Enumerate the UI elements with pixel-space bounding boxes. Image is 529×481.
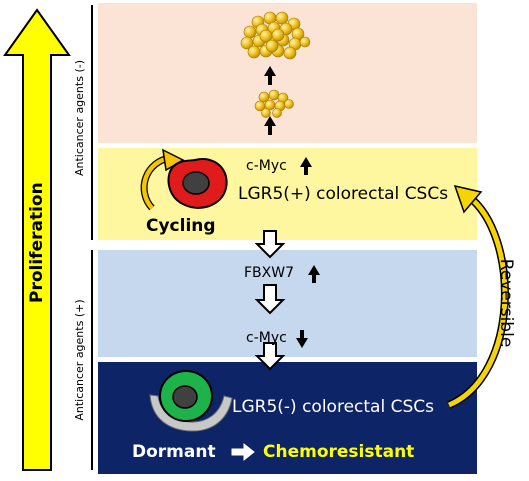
side-label-bottom: Anticancer agents (+) <box>73 299 86 421</box>
lgr5-positive-label: LGR5(+) colorectal CSCs <box>238 184 449 204</box>
arrow-up-1 <box>264 66 276 85</box>
blue-panel <box>98 250 477 357</box>
hollow-arrow-down-1 <box>254 230 286 259</box>
proliferation-arrow <box>3 8 71 471</box>
cmyc-label-bottom: c-Myc <box>246 330 287 346</box>
cmyc-up-arrow <box>300 157 312 175</box>
lgr5-negative-cell <box>159 370 213 422</box>
cmyc-down-arrow <box>296 330 308 348</box>
small-cell-aggregate <box>254 89 294 118</box>
dormant-to-chemoresistant-arrow <box>231 442 255 462</box>
cycling-label: Cycling <box>146 216 216 236</box>
hollow-arrow-down-3 <box>254 342 286 371</box>
reversible-label: Reversible <box>496 258 516 348</box>
cmyc-label-top: c-Myc <box>246 158 287 174</box>
dormant-label: Dormant <box>132 442 216 462</box>
fbxw7-label: FBXW7 <box>244 265 294 281</box>
reversible-arrow <box>447 184 509 409</box>
chemoresistant-label: Chemoresistant <box>263 442 415 462</box>
hollow-arrow-down-2 <box>254 284 286 315</box>
lgr5-positive-cell <box>167 158 228 209</box>
proliferation-label: Proliferation <box>27 182 47 303</box>
large-cell-aggregate <box>240 11 311 60</box>
arrow-up-2 <box>264 116 276 135</box>
side-label-top: Anticancer agents (-) <box>73 60 86 177</box>
lgr5-negative-label: LGR5(-) colorectal CSCs <box>232 397 434 417</box>
fbxw7-up-arrow <box>308 265 320 283</box>
